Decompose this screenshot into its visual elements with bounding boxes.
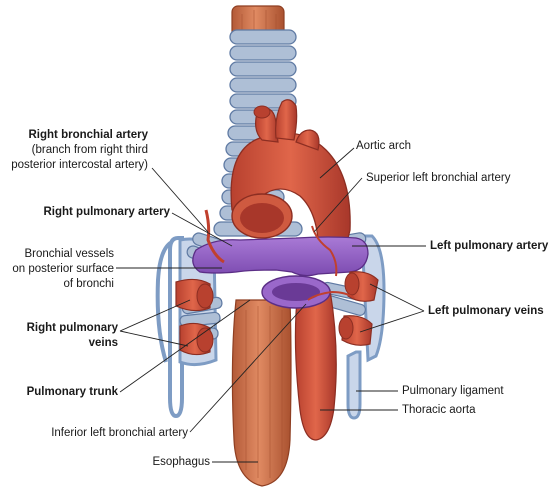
label-esophagus: Esophagus — [152, 456, 210, 468]
label-bronchial-vessels-3: of bronchi — [63, 278, 114, 290]
superior-left-bronchial-artery-vessel — [311, 225, 338, 277]
label-right-pulmonary-artery: Right pulmonary artery — [43, 206, 170, 218]
brachiocephalic-lumen — [253, 105, 271, 119]
label-right-bronchial-artery-note-1: (branch from right third — [31, 144, 148, 156]
ascending-aorta-lumen — [240, 203, 284, 233]
label-aortic-arch: Aortic arch — [356, 140, 411, 152]
inferior-left-bronchial-artery-vessel — [307, 290, 355, 301]
thoracic-aorta — [294, 289, 337, 441]
label-right-pulmonary-veins-1: Right pulmonary — [26, 322, 118, 334]
label-right-bronchial-artery: Right bronchial artery — [28, 129, 149, 141]
left-pleura-ligament — [346, 350, 362, 420]
label-superior-left-bronchial-artery: Superior left bronchial artery — [366, 172, 511, 184]
label-inferior-left-bronchial-artery: Inferior left bronchial artery — [51, 427, 188, 439]
label-right-pulmonary-veins-2: veins — [88, 337, 118, 349]
pulmonary-trunk-lumen — [272, 283, 320, 301]
label-left-pulmonary-artery: Left pulmonary artery — [430, 240, 549, 252]
esophagus-muscle-lines — [241, 10, 283, 478]
label-right-bronchial-artery-note-2: posterior intercostal artery) — [11, 159, 148, 171]
right-bronchial-artery-vessel — [204, 209, 225, 264]
label-bronchial-vessels-2: on posterior surface — [12, 263, 114, 275]
label-bronchial-vessels-1: Bronchial vessels — [24, 248, 114, 260]
leader-lines — [116, 147, 426, 463]
left-pulmonary-veins — [338, 271, 379, 346]
right-pleura-outline — [155, 236, 184, 419]
label-pulmonary-ligament: Pulmonary ligament — [402, 385, 504, 397]
left-subclavian — [295, 129, 320, 151]
esophagus-body — [231, 299, 292, 487]
label-left-pulmonary-veins: Left pulmonary veins — [428, 305, 544, 317]
label-thoracic-aorta: Thoracic aorta — [402, 404, 476, 416]
left-common-carotid — [275, 99, 298, 141]
label-pulmonary-trunk: Pulmonary trunk — [26, 386, 118, 398]
